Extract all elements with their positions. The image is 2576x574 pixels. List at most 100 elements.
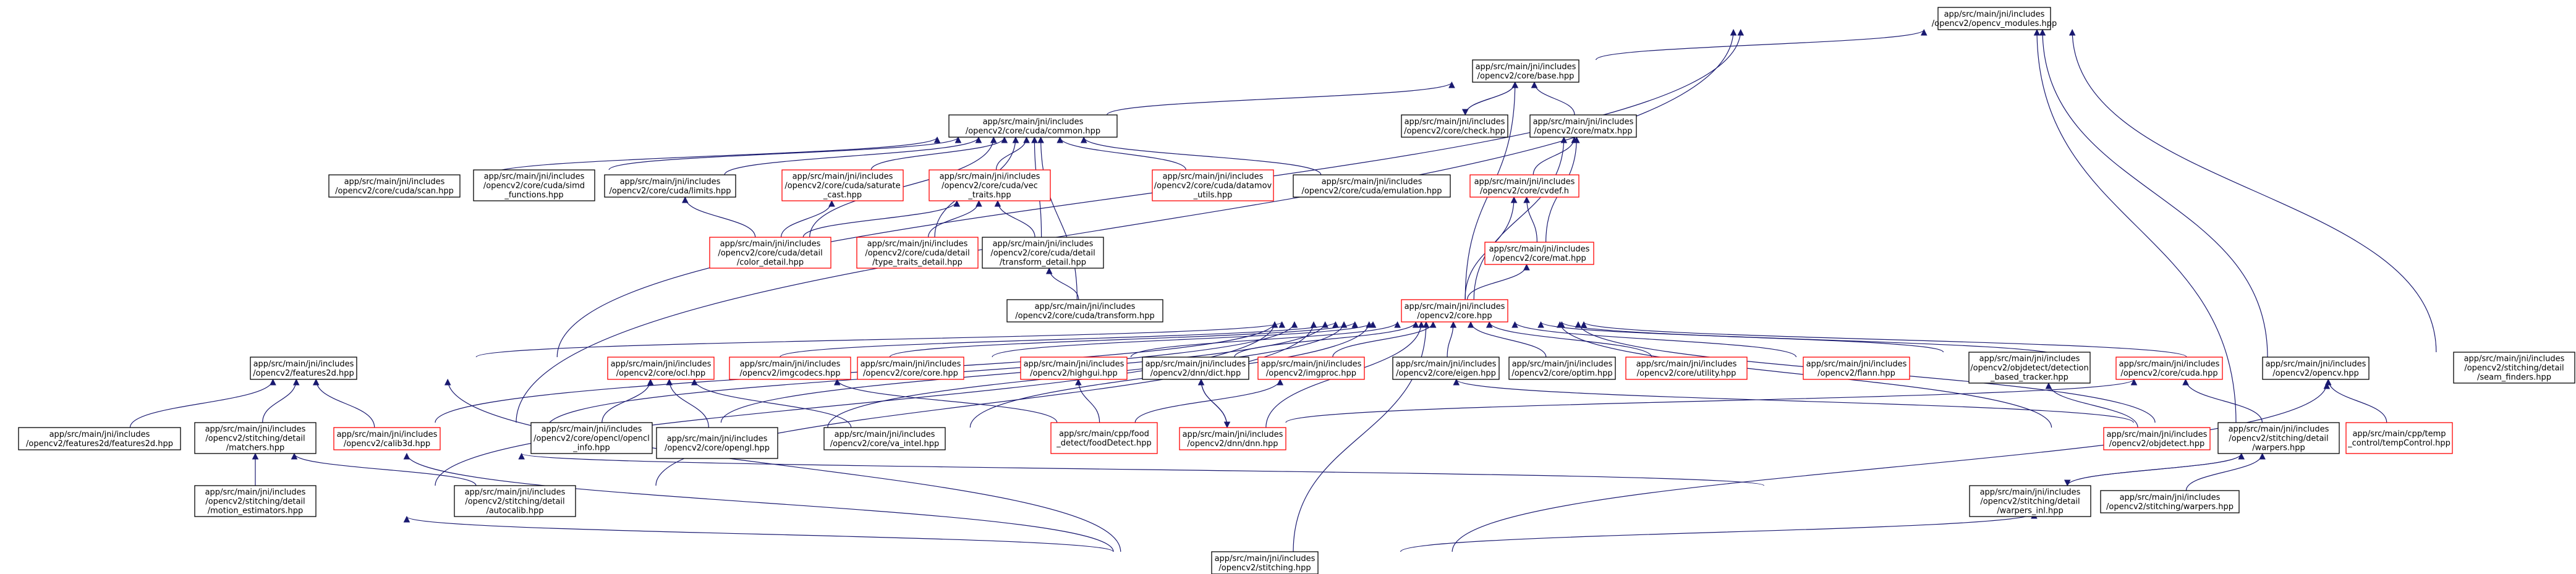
file-node[interactable]: app/src/main/jni/includes/opencv2/stitch… — [454, 485, 576, 517]
node-box — [333, 427, 441, 450]
include-edge — [1106, 81, 1455, 116]
node-label-line: /opencv2/core/mat.hpp — [1492, 254, 1586, 263]
file-node[interactable]: app/src/main/jni/includes/opencv2/featur… — [18, 427, 181, 450]
node-box — [194, 422, 317, 454]
node-label-line: /opencv2/features2d.hpp — [253, 369, 354, 378]
file-node[interactable]: app/src/main/jni/includes/opencv2/core/b… — [1472, 59, 1579, 83]
file-node[interactable]: app/src/main/jni/includes/opencv2/core/o… — [1508, 357, 1616, 380]
file-node[interactable]: app/src/main/jni/includes/opencv2/core.h… — [1401, 299, 1508, 323]
node-box — [823, 427, 946, 450]
node-label-line: app/src/main/jni/includes — [1476, 62, 1576, 72]
include-edge — [262, 378, 300, 423]
node-label-line: /opencv2/core/cuda/saturate — [784, 182, 900, 191]
file-node[interactable]: app/src/main/jni/includes/opencv2/core/m… — [1529, 114, 1637, 138]
include-edge — [802, 200, 961, 238]
include-edge — [1461, 82, 1516, 116]
file-node[interactable]: app/src/main/cpp/temp_control/tempContro… — [2345, 422, 2453, 454]
file-node[interactable]: app/src/main/jni/includes/opencv2/stitch… — [2453, 352, 2575, 384]
file-node[interactable]: app/src/main/jni/includes/opencv2/stitch… — [1969, 485, 2091, 517]
file-node[interactable]: app/src/main/jni/includes/opencv2/core/c… — [1469, 174, 1579, 198]
file-node[interactable]: app/src/main/jni/includes/opencv2/imgpro… — [1257, 357, 1365, 380]
node-label-line: /opencv2/opencv_modules.hpp — [1932, 19, 2057, 28]
include-edge — [992, 321, 1377, 358]
file-node[interactable]: app/src/main/jni/includes/opencv2/core/c… — [1152, 169, 1274, 201]
node-box — [857, 357, 964, 380]
node-label-line: app/src/main/jni/includes — [49, 430, 150, 439]
file-node[interactable]: app/src/main/jni/includes/opencv2/core/c… — [328, 174, 461, 198]
node-box — [781, 169, 904, 201]
node-label-line: app/src/main/jni/includes — [1215, 554, 1316, 563]
file-node[interactable]: app/src/main/jni/includes/opencv2/core/c… — [473, 169, 595, 201]
node-box — [1484, 242, 1594, 265]
file-node[interactable]: app/src/main/jni/includes/opencv2/core/c… — [1006, 299, 1163, 323]
node-label-line: app/src/main/jni/includes — [861, 360, 961, 369]
node-label-line: /opencv2/core/cuda/limits.hpp — [609, 187, 731, 196]
include-edge — [780, 200, 835, 238]
file-node[interactable]: app/src/main/jni/includes/opencv2/core/c… — [709, 237, 831, 269]
node-label-line: app/src/main/jni/includes — [1944, 10, 2045, 19]
node-box — [1401, 114, 1508, 138]
node-box — [948, 114, 1118, 138]
node-label-line: /opencv2/core/cuda/detail — [718, 249, 822, 258]
node-box — [1508, 357, 1616, 380]
node-label-line: _cast.hpp — [823, 191, 862, 200]
node-label-line: app/src/main/jni/includes — [1636, 360, 1737, 369]
file-node[interactable]: app/src/main/jni/includes/opencv2/core/c… — [1401, 114, 1508, 138]
file-node[interactable]: app/src/main/jni/includes/opencv2/flann.… — [1803, 357, 1910, 380]
file-node[interactable]: app/src/main/cpp/food_detect/foodDetect.… — [1050, 422, 1158, 454]
file-node[interactable]: app/src/main/jni/includes/opencv2/opencv… — [2262, 357, 2370, 380]
node-box — [1625, 357, 1748, 380]
include-edge — [995, 136, 1030, 171]
file-node[interactable]: app/src/main/jni/includes/opencv2/core/u… — [1625, 357, 1748, 380]
node-label-line: /opencv2/core/cuda/simd — [483, 182, 585, 191]
include-edge — [556, 28, 1745, 358]
file-node[interactable]: app/src/main/jni/includes/opencv2/core/o… — [530, 422, 653, 454]
include-edge — [2039, 28, 2268, 358]
file-node[interactable]: app/src/main/jni/includes/opencv2/core/c… — [604, 174, 736, 198]
file-node[interactable]: app/src/main/jni/includes/opencv2/core/e… — [1392, 357, 1500, 380]
node-box — [1529, 114, 1637, 138]
include-edge — [490, 136, 941, 175]
file-node[interactable]: app/src/main/jni/includes/opencv2/core/c… — [982, 237, 1104, 269]
file-node[interactable]: app/src/main/jni/includes/opencv2/core/o… — [607, 357, 715, 380]
file-node[interactable]: app/src/main/jni/includes/opencv2/featur… — [250, 357, 357, 380]
file-node[interactable]: app/src/main/jni/includes/opencv2/core/c… — [1293, 174, 1451, 198]
file-node[interactable]: app/src/main/jni/includes/opencv2/dnn/dn… — [1179, 427, 1286, 450]
file-node[interactable]: app/src/main/jni/includes/opencv2/stitch… — [2217, 422, 2340, 454]
node-label-line: _based_tracker.hpp — [1990, 373, 2068, 382]
include-edge — [2324, 378, 2387, 423]
node-label-line: app/src/main/jni/includes — [205, 425, 306, 434]
file-node[interactable]: app/src/main/jni/includes/opencv2/objdet… — [1968, 352, 2091, 384]
file-node[interactable]: app/src/main/jni/includes/opencv2/core/o… — [656, 427, 778, 459]
file-node[interactable]: app/src/main/jni/includes/opencv2/core/m… — [1484, 242, 1594, 265]
node-label-line: /opencv2/core/cuda/common.hpp — [966, 127, 1100, 136]
file-node[interactable]: app/src/main/jni/includes/opencv2/objdet… — [2103, 427, 2211, 450]
include-edge — [601, 378, 654, 423]
file-node[interactable]: app/src/main/jni/includes/opencv2/calib3… — [333, 427, 441, 450]
file-node[interactable]: app/src/main/jni/includes/opencv2/stitch… — [194, 485, 317, 517]
file-node[interactable]: app/src/main/jni/includes/opencv2/core/c… — [2115, 357, 2223, 380]
include-edge — [2068, 28, 2437, 353]
node-label-line: app/src/main/jni/includes — [983, 117, 1084, 127]
file-node[interactable]: app/src/main/jni/includes/opencv2/core/c… — [929, 169, 1051, 201]
file-node[interactable]: app/src/main/jni/includes/opencv2/highgu… — [1020, 357, 1128, 380]
file-node[interactable]: app/src/main/jni/includes/opencv2/core/c… — [857, 357, 964, 380]
file-node[interactable]: app/src/main/jni/includes/opencv2/stitch… — [194, 422, 317, 454]
node-label-line: app/src/main/jni/includes — [2120, 493, 2221, 502]
node-box — [604, 174, 736, 198]
include-edge — [1045, 267, 1079, 300]
node-box — [1211, 551, 1319, 574]
file-node[interactable]: app/src/main/jni/includes/opencv2/core/c… — [781, 169, 904, 201]
include-edge — [1467, 321, 1547, 358]
file-node[interactable]: app/src/main/jni/includes/opencv2/core/v… — [823, 427, 946, 450]
file-node[interactable]: app/src/main/jni/includes/opencv2/stitch… — [1211, 551, 1319, 574]
file-node[interactable]: app/src/main/jni/includes/opencv2/core/c… — [856, 237, 979, 269]
node-label-line: _info.hpp — [572, 444, 610, 453]
file-node[interactable]: app/src/main/jni/includes/opencv2/stitch… — [2100, 490, 2240, 513]
node-label-line: app/src/main/jni/includes — [1980, 488, 2081, 497]
node-label-line: /color_detail.hpp — [737, 258, 804, 268]
node-box — [454, 485, 576, 517]
file-node[interactable]: app/src/main/jni/includes/opencv2/dnn/di… — [1142, 357, 1249, 380]
file-node[interactable]: app/src/main/jni/includes/opencv2/core/c… — [948, 114, 1118, 138]
file-node[interactable]: app/src/main/jni/includes/opencv2/imgcod… — [729, 357, 851, 380]
